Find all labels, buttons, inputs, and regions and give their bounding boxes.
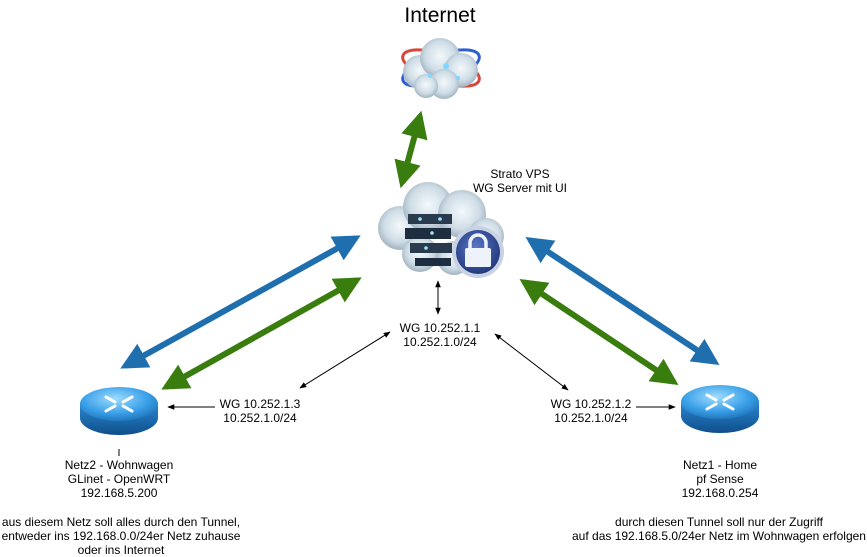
netz1-device: pf Sense [696, 472, 744, 486]
vps-label-line1: Strato VPS [490, 167, 550, 181]
note-right: durch diesen Tunnel soll nur der Zugriff… [572, 515, 866, 543]
wg-right-label: WG 10.252.1.2 10.252.1.0/24 [531, 397, 651, 425]
wg-center-net: 10.252.1.0/24 [403, 335, 477, 349]
note-left-line3: oder ins Internet [77, 543, 165, 557]
tunnel-arrow-right-green [519, 279, 679, 385]
note-right-line1: durch diesen Tunnel soll nur der Zugriff [615, 515, 823, 529]
wg-left-label: WG 10.252.1.3 10.252.1.0/24 [200, 397, 320, 425]
wg-right-ip: WG 10.252.1.2 [550, 397, 632, 411]
netz2-device: GLinet - OpenWRT [67, 472, 171, 486]
wg-center-label: WG 10.252.1.1 10.252.1.0/24 [380, 321, 500, 349]
internet-cloud-icon [401, 38, 481, 99]
tunnel-arrow-left-green [161, 277, 362, 390]
wg-left-net: 10.252.1.0/24 [223, 411, 297, 425]
diagram-title: Internet [404, 4, 476, 27]
internet-link-arrow [394, 110, 428, 189]
netz2-ip: 192.168.5.200 [80, 486, 158, 500]
netz2-name: Netz2 - Wohnwagen [64, 458, 174, 472]
wg-link-arrow [299, 331, 391, 389]
wg-center-ip: WG 10.252.1.1 [399, 321, 481, 335]
note-left: aus diesem Netz soll alles durch den Tun… [0, 515, 242, 557]
wg-right-net: 10.252.1.0/24 [554, 411, 628, 425]
netz1-ip: 192.168.0.254 [681, 486, 759, 500]
wg-link-arrow [494, 333, 569, 391]
netz2-label: Netz2 - Wohnwagen GLinet - OpenWRT 192.1… [44, 458, 194, 500]
router-icon [681, 385, 759, 433]
note-left-line1: aus diesem Netz soll alles durch den Tun… [1, 515, 241, 529]
wg-left-ip: WG 10.252.1.3 [219, 397, 301, 411]
vpn-server-lock-icon [378, 182, 504, 278]
note-right-line2: auf das 192.168.5.0/24er Netz im Wohnwag… [572, 529, 866, 543]
vps-label-line2: WG Server mit UI [472, 181, 567, 195]
router-icon [80, 387, 158, 435]
netz1-label: Netz1 - Home pf Sense 192.168.0.254 [645, 458, 795, 500]
vps-label: Strato VPS WG Server mit UI [455, 167, 585, 195]
netz1-name: Netz1 - Home [682, 458, 758, 472]
note-left-line2: entweder ins 192.168.0.0/24er Netz zuhau… [1, 529, 241, 543]
